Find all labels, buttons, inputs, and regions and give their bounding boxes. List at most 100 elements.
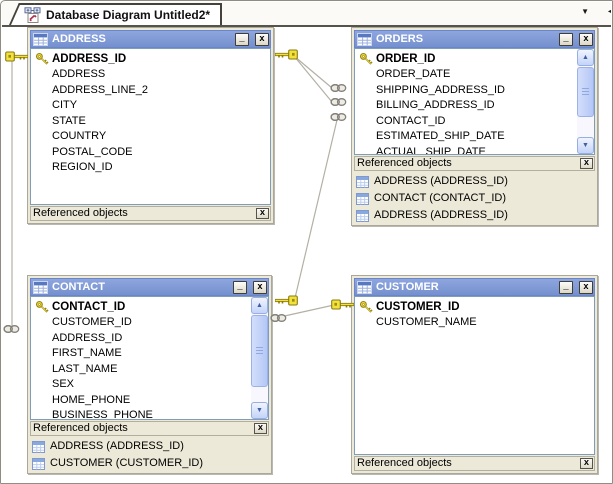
contact-titlebar[interactable]: CONTACT _ x (30, 278, 269, 296)
field-name: SEX (52, 378, 75, 391)
referenced-object-label: ADDRESS (ADDRESS_ID) (50, 439, 184, 452)
minimize-button[interactable]: _ (235, 32, 249, 46)
panel-close-button[interactable]: x (256, 208, 269, 219)
field-row[interactable]: POSTAL_CODE (31, 144, 270, 160)
field-name: ADDRESS_LINE_2 (52, 83, 148, 96)
referenced-object-label: CONTACT (CONTACT_ID) (374, 191, 506, 204)
referenced-object-item[interactable]: CONTACT (CONTACT_ID) (356, 189, 595, 206)
referenced-object-item[interactable]: CUSTOMER (CUSTOMER_ID) (32, 454, 269, 471)
field-row[interactable]: CONTACT_ID (31, 299, 268, 315)
close-button[interactable]: x (579, 32, 593, 46)
table-window-orders: ORDERS _ x ORDER_ID ORDER_DATE SHIPPING_… (351, 27, 598, 226)
referenced-objects-label: Referenced objects (33, 207, 128, 219)
minimize-button[interactable]: _ (233, 280, 247, 294)
field-row[interactable]: STATE (31, 113, 270, 129)
field-row[interactable]: BUSINESS_PHONE (31, 408, 268, 419)
field-row[interactable]: ADDRESS_ID (31, 330, 268, 346)
primary-key-icon (35, 300, 50, 313)
field-row[interactable]: HOME_PHONE (31, 392, 268, 408)
window-title: CUSTOMER (376, 281, 439, 293)
vertical-scrollbar[interactable]: ▲ ▼ (251, 297, 268, 419)
key-end-contact-right[interactable] (274, 295, 298, 306)
panel-close-button[interactable]: x (254, 423, 267, 434)
scrollbar-thumb[interactable] (251, 315, 268, 387)
referenced-object-item[interactable]: ADDRESS (ADDRESS_ID) (356, 172, 595, 189)
referenced-objects-bar: Referenced objects x (30, 421, 269, 436)
panel-close-button[interactable]: x (580, 158, 593, 169)
field-name: COUNTRY (52, 130, 107, 143)
tab-scroll-left-icon[interactable]: ◄ (606, 7, 611, 16)
address-field-list: ADDRESS_ID ADDRESS ADDRESS_LINE_2 CITY S… (30, 48, 271, 205)
field-row[interactable]: ORDER_DATE (355, 67, 594, 83)
field-name: LAST_NAME (52, 362, 118, 375)
minimize-button[interactable]: _ (559, 280, 573, 294)
contact-field-list: CONTACT_ID CUSTOMER_ID ADDRESS_ID FIRST_… (30, 296, 269, 420)
field-row[interactable]: CONTACT_ID (355, 113, 594, 129)
table-window-address: ADDRESS _ x ADDRESS_ID ADDRESS ADDRESS_L… (27, 27, 274, 224)
field-name: CITY (52, 99, 78, 112)
close-button[interactable]: x (255, 32, 269, 46)
field-name: CUSTOMER_NAME (376, 316, 477, 329)
minimize-button[interactable]: _ (559, 32, 573, 46)
field-name: ADDRESS_ID (52, 331, 123, 344)
field-row[interactable]: SEX (31, 377, 268, 393)
referenced-object-item[interactable]: ADDRESS (ADDRESS_ID) (32, 437, 269, 454)
field-row[interactable]: ADDRESS_ID (31, 51, 270, 67)
scroll-down-icon[interactable]: ▼ (577, 137, 594, 154)
orders-titlebar[interactable]: ORDERS _ x (354, 30, 595, 48)
field-name: CONTACT_ID (376, 114, 446, 127)
vertical-scrollbar[interactable]: ▲ ▼ (577, 49, 594, 154)
tab-database-diagram[interactable]: Database Diagram Untitled2* (20, 3, 223, 25)
referenced-objects-list: ADDRESS (ADDRESS_ID) CONTACT (CONTACT_ID… (354, 171, 595, 223)
field-row[interactable]: BILLING_ADDRESS_ID (355, 98, 594, 114)
referenced-objects-label: Referenced objects (357, 457, 452, 469)
field-row[interactable]: CITY (31, 98, 270, 114)
field-row[interactable]: ORDER_ID (355, 51, 594, 67)
field-row[interactable]: ADDRESS (31, 67, 270, 83)
address-titlebar[interactable]: ADDRESS _ x (30, 30, 271, 48)
scroll-up-icon[interactable]: ▲ (577, 49, 594, 66)
field-row[interactable]: ACTUAL_SHIP_DATE (355, 144, 594, 154)
table-icon (32, 457, 45, 469)
field-row[interactable]: FIRST_NAME (31, 346, 268, 362)
tab-label: Database Diagram Untitled2* (46, 8, 211, 22)
field-row[interactable]: LAST_NAME (31, 361, 268, 377)
field-row[interactable]: ADDRESS_LINE_2 (31, 82, 270, 98)
panel-close-button[interactable]: x (580, 458, 593, 469)
relation-line-address-orders-shipping (293, 55, 333, 89)
field-row[interactable]: CUSTOMER_NAME (355, 315, 594, 331)
field-row[interactable]: CUSTOMER_ID (31, 315, 268, 331)
referenced-object-label: CUSTOMER (CUSTOMER_ID) (50, 456, 203, 469)
field-row[interactable]: REGION_ID (31, 160, 270, 176)
close-button[interactable]: x (579, 280, 593, 294)
database-diagram-icon (24, 7, 41, 23)
field-name: ORDER_ID (376, 52, 436, 65)
key-end-address-left[interactable] (5, 51, 29, 62)
scroll-up-icon[interactable]: ▲ (251, 297, 268, 314)
tab-list-dropdown-icon[interactable]: ▼ (581, 7, 589, 16)
field-row[interactable]: COUNTRY (31, 129, 270, 145)
table-icon (356, 175, 369, 187)
relation-line-address-orders-billing (293, 55, 333, 103)
field-row[interactable]: ESTIMATED_SHIP_DATE (355, 129, 594, 145)
key-end-address-right[interactable] (274, 49, 298, 60)
field-name: ORDER_DATE (376, 68, 451, 81)
referenced-object-label: ADDRESS (ADDRESS_ID) (374, 174, 508, 187)
field-name: ADDRESS_ID (52, 52, 127, 65)
field-name: POSTAL_CODE (52, 145, 133, 158)
scrollbar-thumb[interactable] (577, 67, 594, 117)
scroll-down-icon[interactable]: ▼ (251, 402, 268, 419)
field-row[interactable]: CUSTOMER_ID (355, 299, 594, 315)
table-icon (356, 192, 369, 204)
table-icon (33, 281, 48, 294)
customer-titlebar[interactable]: CUSTOMER _ x (354, 278, 595, 296)
referenced-objects-list: ADDRESS (ADDRESS_ID) CUSTOMER (CUSTOMER_… (30, 436, 269, 471)
referenced-object-item[interactable]: ADDRESS (ADDRESS_ID) (356, 206, 595, 223)
primary-key-icon (35, 52, 50, 65)
referenced-objects-bar: Referenced objects x (354, 156, 595, 171)
field-row[interactable]: SHIPPING_ADDRESS_ID (355, 82, 594, 98)
field-name: FIRST_NAME (52, 347, 122, 360)
table-icon (32, 440, 45, 452)
close-button[interactable]: x (253, 280, 267, 294)
